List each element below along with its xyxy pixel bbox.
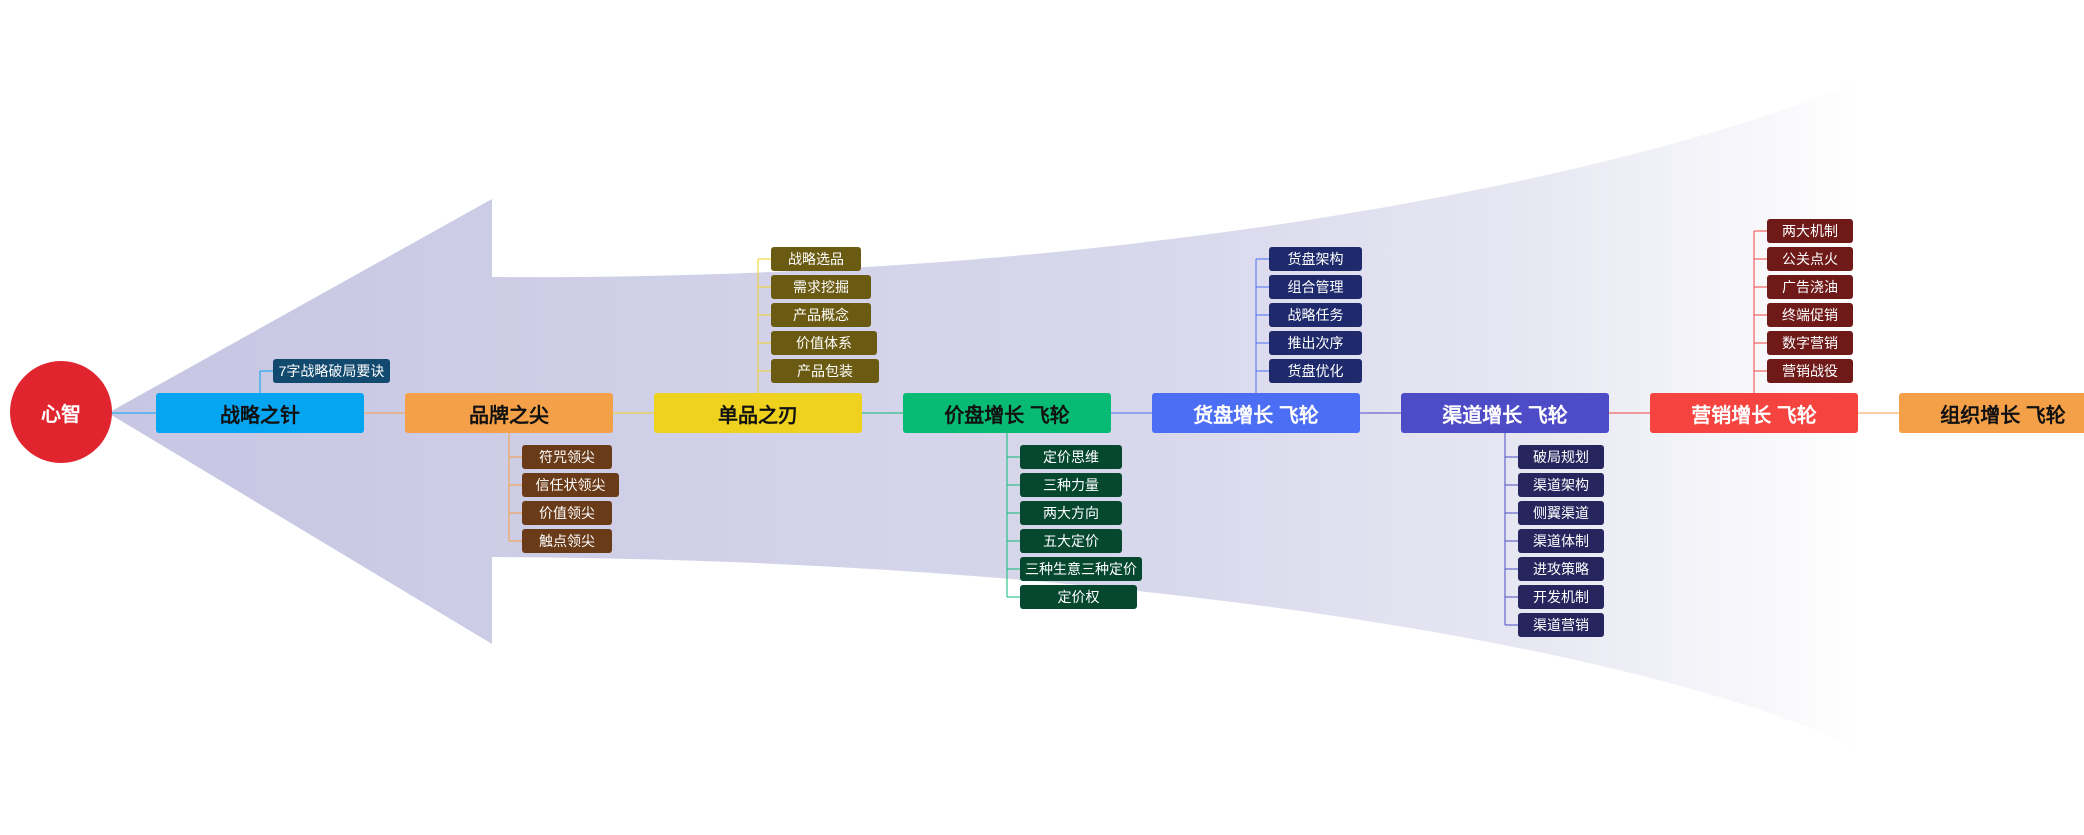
main-node[interactable]: 品牌之尖 <box>405 393 613 433</box>
sub-node[interactable]: 三种力量 <box>1020 473 1122 497</box>
sub-node[interactable]: 7字战略破局要诀 <box>273 359 390 383</box>
sub-node[interactable]: 渠道营销 <box>1518 613 1604 637</box>
sub-node[interactable]: 五大定价 <box>1020 529 1122 553</box>
main-node[interactable]: 单品之刃 <box>654 393 862 433</box>
sub-node[interactable]: 符咒领尖 <box>522 445 612 469</box>
sub-node[interactable]: 产品概念 <box>771 303 871 327</box>
main-node[interactable]: 渠道增长 飞轮 <box>1401 393 1609 433</box>
sub-node[interactable]: 组合管理 <box>1269 275 1362 299</box>
sub-node[interactable]: 价值体系 <box>771 331 877 355</box>
sub-node[interactable]: 渠道架构 <box>1518 473 1604 497</box>
sub-node[interactable]: 渠道体制 <box>1518 529 1604 553</box>
sub-node[interactable]: 价值领尖 <box>522 501 612 525</box>
sub-node[interactable]: 破局规划 <box>1518 445 1604 469</box>
connector-lines <box>112 230 1899 626</box>
sub-node[interactable]: 触点领尖 <box>522 529 612 553</box>
sub-node[interactable]: 定价思维 <box>1020 445 1122 469</box>
sub-node[interactable]: 推出次序 <box>1269 331 1362 355</box>
sub-node[interactable]: 终端促销 <box>1767 303 1853 327</box>
sub-node[interactable]: 产品包装 <box>771 359 879 383</box>
sub-node[interactable]: 货盘架构 <box>1269 247 1362 271</box>
sub-node[interactable]: 货盘优化 <box>1269 359 1362 383</box>
main-node[interactable]: 战略之针 <box>156 393 364 433</box>
sub-node[interactable]: 数字营销 <box>1767 331 1853 355</box>
sub-node[interactable]: 广告浇油 <box>1767 275 1853 299</box>
sub-node[interactable]: 开发机制 <box>1518 585 1604 609</box>
sub-node[interactable]: 营销战役 <box>1767 359 1853 383</box>
sub-node[interactable]: 三种生意三种定价 <box>1020 557 1142 581</box>
main-node[interactable]: 价盘增长 飞轮 <box>903 393 1111 433</box>
sub-node[interactable]: 侧翼渠道 <box>1518 501 1604 525</box>
sub-node[interactable]: 战略任务 <box>1269 303 1362 327</box>
main-node[interactable]: 组织增长 飞轮 <box>1899 393 2084 433</box>
sub-node[interactable]: 两大方向 <box>1020 501 1122 525</box>
sub-node[interactable]: 战略选品 <box>771 247 861 271</box>
sub-node[interactable]: 需求挖掘 <box>771 275 871 299</box>
sub-node[interactable]: 进攻策略 <box>1518 557 1604 581</box>
main-node[interactable]: 货盘增长 飞轮 <box>1152 393 1360 433</box>
sub-node[interactable]: 两大机制 <box>1767 219 1853 243</box>
sub-node[interactable]: 信任状领尖 <box>522 473 619 497</box>
sub-node[interactable]: 公关点火 <box>1767 247 1853 271</box>
root-node[interactable]: 心智 <box>10 361 112 463</box>
sub-node[interactable]: 定价权 <box>1020 585 1137 609</box>
main-node[interactable]: 营销增长 飞轮 <box>1650 393 1858 433</box>
